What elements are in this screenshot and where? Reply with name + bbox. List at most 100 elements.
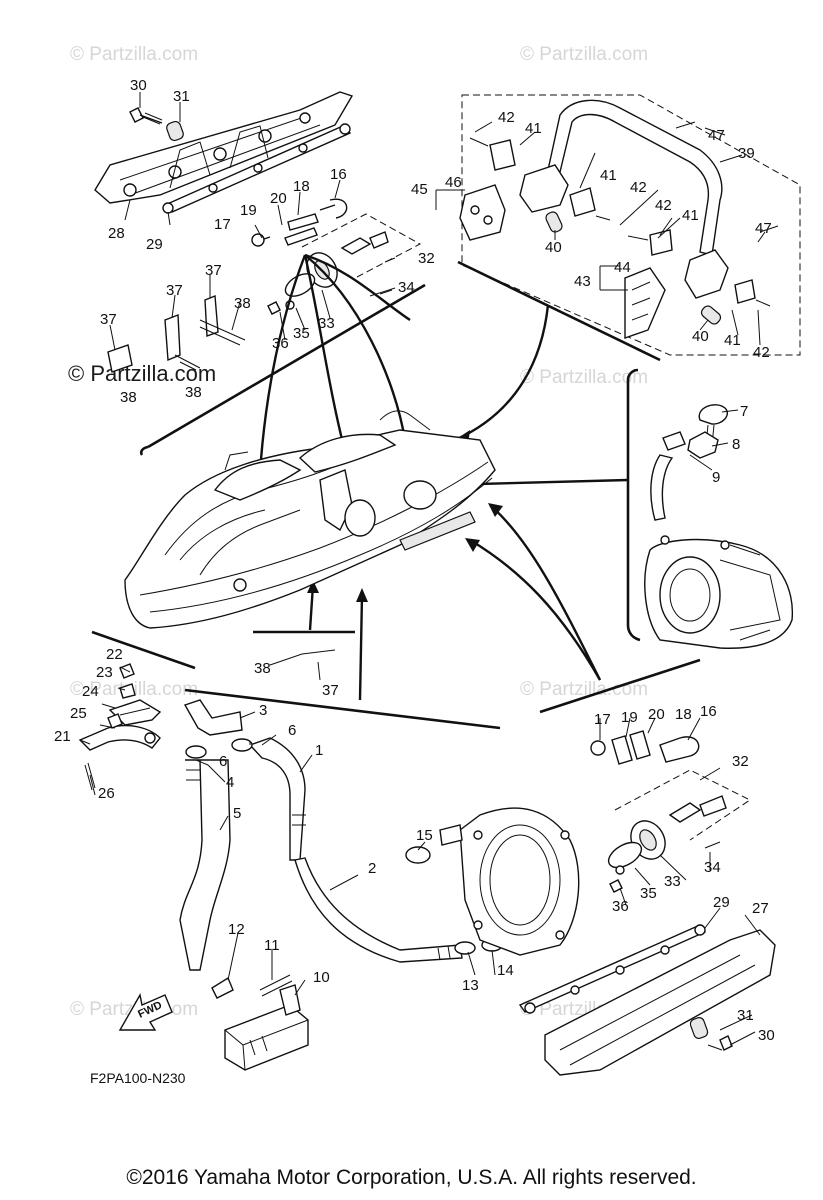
dashed-box-39 [461,94,801,356]
callout-38: 38 [185,384,202,401]
callout-16: 16 [330,166,347,183]
callout-38: 38 [254,660,271,677]
fitting-3 [183,699,243,736]
callout-17: 17 [594,711,611,728]
watermark-text: © Partzilla.com [520,679,648,700]
grab-rail-28 [94,91,354,204]
callout-41: 41 [724,332,741,349]
callout-36: 36 [612,898,629,915]
callout-37: 37 [100,311,117,328]
watermark-dark-text: © Partzilla.com [68,361,216,386]
callout-9: 9 [712,469,720,486]
callout-40: 40 [692,328,709,345]
callout-26: 26 [98,785,115,802]
group-brackets [91,260,701,730]
copyright-text: ©2016 Yamaha Motor Corporation, U.S.A. A… [126,1166,697,1189]
diagram-code: F2PA100-N230 [90,1070,186,1086]
callout-numbers: 30 31 28 29 16 18 20 19 17 32 34 33 35 3… [54,77,775,1044]
callout-18: 18 [675,706,692,723]
callout-3: 3 [259,702,267,719]
jet-ski-hull [124,410,496,629]
callout-29: 29 [146,236,163,253]
callout-33: 33 [664,873,681,890]
callout-47: 47 [708,127,725,144]
handle-bar [547,99,723,256]
callout-46: 46 [445,174,462,191]
top-left-rail-group [94,91,422,373]
callout-30: 30 [758,1027,775,1044]
callout-42: 42 [630,179,647,196]
box-10 [224,1004,309,1071]
bottom-left-hoses [78,663,503,1071]
callout-10: 10 [313,969,330,986]
callout-43: 43 [574,273,591,290]
callout-27: 27 [752,900,769,917]
callout-39: 39 [738,145,755,162]
callout-42: 42 [753,344,770,361]
callout-36: 36 [272,335,289,352]
callout-7: 7 [740,403,748,420]
callout-42: 42 [498,109,515,126]
watermark-text: © Partzilla.com [520,44,648,65]
callout-38: 38 [120,389,137,406]
jet-pump-upper [644,404,794,649]
callout-8: 8 [732,436,740,453]
callout-37: 37 [205,262,222,279]
hose-2 [294,857,463,963]
callout-40: 40 [545,239,562,256]
callout-45: 45 [411,181,428,198]
leader-lines [79,92,766,1046]
callout-41: 41 [600,167,617,184]
callout-20: 20 [270,190,287,207]
callout-24: 24 [82,683,99,700]
callout-32: 32 [418,250,435,267]
callout-38: 38 [234,295,251,312]
watermark-text: © Partzilla.com [70,44,198,65]
callout-34: 34 [704,859,721,876]
callout-25: 25 [70,705,87,722]
callout-14: 14 [497,962,514,979]
top-right-handle-group [459,94,801,356]
bottom-right-group [439,730,776,1076]
callout-33: 33 [318,315,335,332]
callout-21: 21 [54,728,71,745]
callout-23: 23 [96,664,113,681]
callout-6: 6 [219,753,227,770]
callout-18: 18 [293,178,310,195]
watermark-text: © Partzilla.com [520,367,648,388]
callout-41: 41 [525,120,542,137]
callout-34: 34 [398,279,415,296]
callout-37: 37 [166,282,183,299]
callout-47: 47 [755,220,772,237]
callout-11: 11 [264,937,280,954]
callout-5: 5 [233,805,241,822]
callout-22: 22 [106,646,123,663]
fwd-arrow: FWD [118,993,173,1031]
cap-46 [459,184,506,241]
callout-31: 31 [173,88,190,105]
callout-42: 42 [655,197,672,214]
callout-4: 4 [226,774,234,791]
callout-19: 19 [621,709,638,726]
callout-37: 37 [322,682,339,699]
collar-31 [166,120,184,142]
hose-1 [248,737,306,861]
callout-1: 1 [315,742,323,759]
callout-12: 12 [228,921,245,938]
callout-29: 29 [713,894,730,911]
callout-32: 32 [732,753,749,770]
callout-35: 35 [640,885,657,902]
callout-20: 20 [648,706,665,723]
callout-41: 41 [682,207,699,224]
callout-2: 2 [368,860,376,877]
callout-44: 44 [614,259,631,276]
grab-rail-27 [544,929,776,1076]
callout-30: 30 [130,77,147,94]
callout-35: 35 [293,325,310,342]
bracket-44 [624,267,666,339]
callout-6: 6 [288,722,296,739]
hose-5 [179,759,231,971]
callout-15: 15 [416,827,433,844]
callout-31: 31 [737,1007,754,1024]
